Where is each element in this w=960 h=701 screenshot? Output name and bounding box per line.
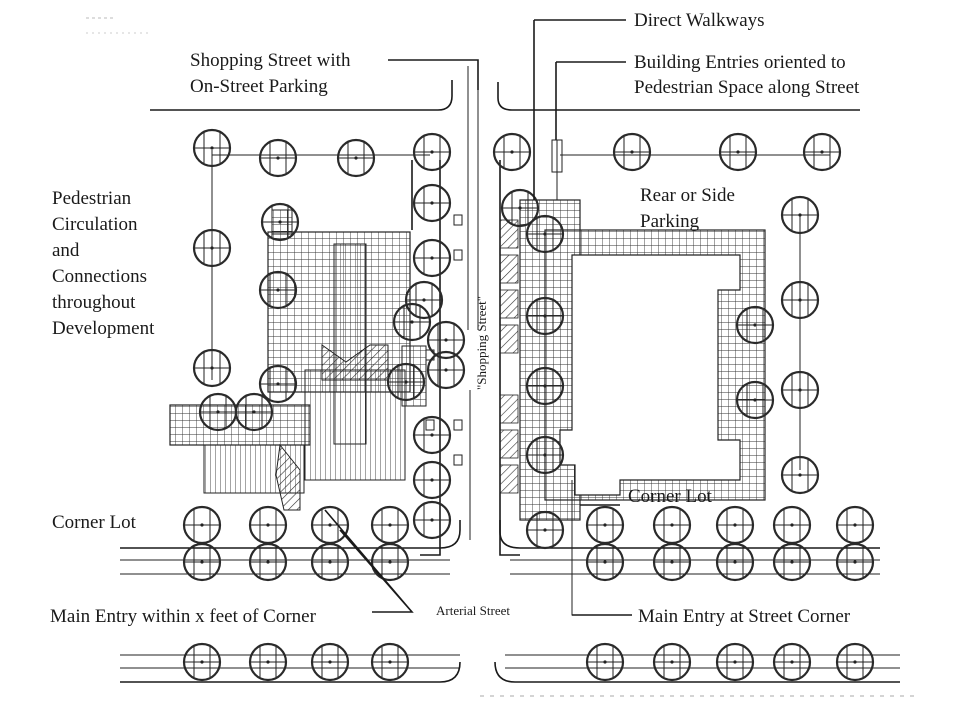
tree-symbol bbox=[392, 302, 432, 342]
tree-symbol bbox=[772, 505, 812, 545]
tree-symbol bbox=[412, 415, 452, 455]
tree-symbol bbox=[585, 542, 625, 582]
tree-symbol bbox=[772, 642, 812, 682]
scan-smudge bbox=[86, 17, 150, 34]
label-building-entries-2: Pedestrian Space along Street bbox=[634, 77, 860, 98]
tree-symbol bbox=[780, 455, 820, 495]
trees bbox=[182, 128, 875, 682]
shopping-street-centerline bbox=[467, 66, 479, 540]
label-rear-parking-2: Parking bbox=[640, 211, 700, 232]
tree-symbol bbox=[386, 362, 426, 402]
label-arterial-street: Arterial Street bbox=[436, 603, 510, 618]
tree-symbol bbox=[715, 642, 755, 682]
label-shopping-street-2: On-Street Parking bbox=[190, 76, 328, 97]
tree-symbol bbox=[310, 542, 350, 582]
tree-symbol bbox=[248, 642, 288, 682]
tree-symbol bbox=[735, 380, 775, 420]
label-pedestrian-1: Pedestrian bbox=[52, 188, 132, 209]
tree-symbol bbox=[182, 642, 222, 682]
label-pedestrian-4: Connections bbox=[52, 266, 147, 287]
tree-symbol bbox=[412, 460, 452, 500]
tree-symbol bbox=[234, 392, 274, 432]
right-block bbox=[499, 139, 830, 616]
tree-symbol bbox=[835, 505, 875, 545]
tree-symbol bbox=[182, 542, 222, 582]
tree-symbol bbox=[780, 280, 820, 320]
tree-symbol bbox=[370, 542, 410, 582]
tree-symbol bbox=[182, 505, 222, 545]
label-pedestrian-2: Circulation bbox=[52, 214, 138, 235]
tree-symbol bbox=[412, 183, 452, 223]
tree-symbol bbox=[310, 642, 350, 682]
tree-symbol bbox=[336, 138, 376, 178]
tree-symbol bbox=[412, 500, 452, 540]
tree-symbol bbox=[192, 128, 232, 168]
tree-symbol bbox=[715, 505, 755, 545]
tree-symbol bbox=[525, 510, 565, 550]
label-direct-walkways: Direct Walkways bbox=[634, 10, 765, 31]
tree-symbol bbox=[426, 320, 466, 360]
tree-symbol bbox=[258, 364, 298, 404]
tree-symbol bbox=[370, 642, 410, 682]
tree-symbol bbox=[652, 642, 692, 682]
left-block bbox=[169, 150, 463, 556]
tree-symbol bbox=[735, 305, 775, 345]
tree-symbol bbox=[258, 138, 298, 178]
tree-symbol bbox=[525, 296, 565, 336]
tree-symbol bbox=[780, 370, 820, 410]
label-shopping-street-vertical: "Shopping Street" bbox=[474, 296, 489, 390]
tree-symbol bbox=[715, 542, 755, 582]
tree-symbol bbox=[492, 132, 532, 172]
tree-symbol bbox=[525, 214, 565, 254]
leader-lines bbox=[324, 19, 632, 616]
tree-symbol bbox=[652, 542, 692, 582]
tree-symbol bbox=[192, 228, 232, 268]
tree-symbol bbox=[835, 642, 875, 682]
tree-symbol bbox=[404, 280, 444, 320]
tree-symbol bbox=[370, 505, 410, 545]
tree-symbol bbox=[258, 270, 298, 310]
tree-symbol bbox=[612, 132, 652, 172]
tree-symbol bbox=[802, 132, 842, 172]
street-lines bbox=[120, 520, 920, 697]
label-main-entry-right: Main Entry at Street Corner bbox=[638, 606, 851, 627]
label-main-entry-left: Main Entry within x feet of Corner bbox=[50, 606, 317, 627]
label-building-entries-1: Building Entries oriented to bbox=[634, 52, 846, 73]
tree-symbol bbox=[426, 350, 466, 390]
tree-symbol bbox=[585, 642, 625, 682]
top-street-edges bbox=[150, 80, 860, 111]
label-pedestrian-5: throughout bbox=[52, 292, 136, 313]
label-pedestrian-6: Development bbox=[52, 318, 155, 339]
label-shopping-street-1: Shopping Street with bbox=[190, 50, 351, 71]
tree-symbol bbox=[248, 505, 288, 545]
tree-symbol bbox=[525, 435, 565, 475]
tree-symbol bbox=[500, 188, 540, 228]
label-rear-parking-1: Rear or Side bbox=[640, 185, 735, 206]
tree-symbol bbox=[780, 195, 820, 235]
tree-symbol bbox=[412, 132, 452, 172]
tree-symbol bbox=[525, 366, 565, 406]
label-pedestrian-3: and bbox=[52, 240, 80, 261]
tree-symbol bbox=[718, 132, 758, 172]
tree-symbol bbox=[260, 202, 300, 242]
label-corner-lot-right: Corner Lot bbox=[628, 486, 713, 507]
tree-symbol bbox=[248, 542, 288, 582]
tree-symbol bbox=[310, 505, 350, 545]
tree-symbol bbox=[772, 542, 812, 582]
label-corner-lot-left: Corner Lot bbox=[52, 512, 137, 533]
tree-symbol bbox=[192, 348, 232, 388]
tree-symbol bbox=[835, 542, 875, 582]
tree-symbol bbox=[652, 505, 692, 545]
tree-symbol bbox=[585, 505, 625, 545]
tree-symbol bbox=[412, 238, 452, 278]
